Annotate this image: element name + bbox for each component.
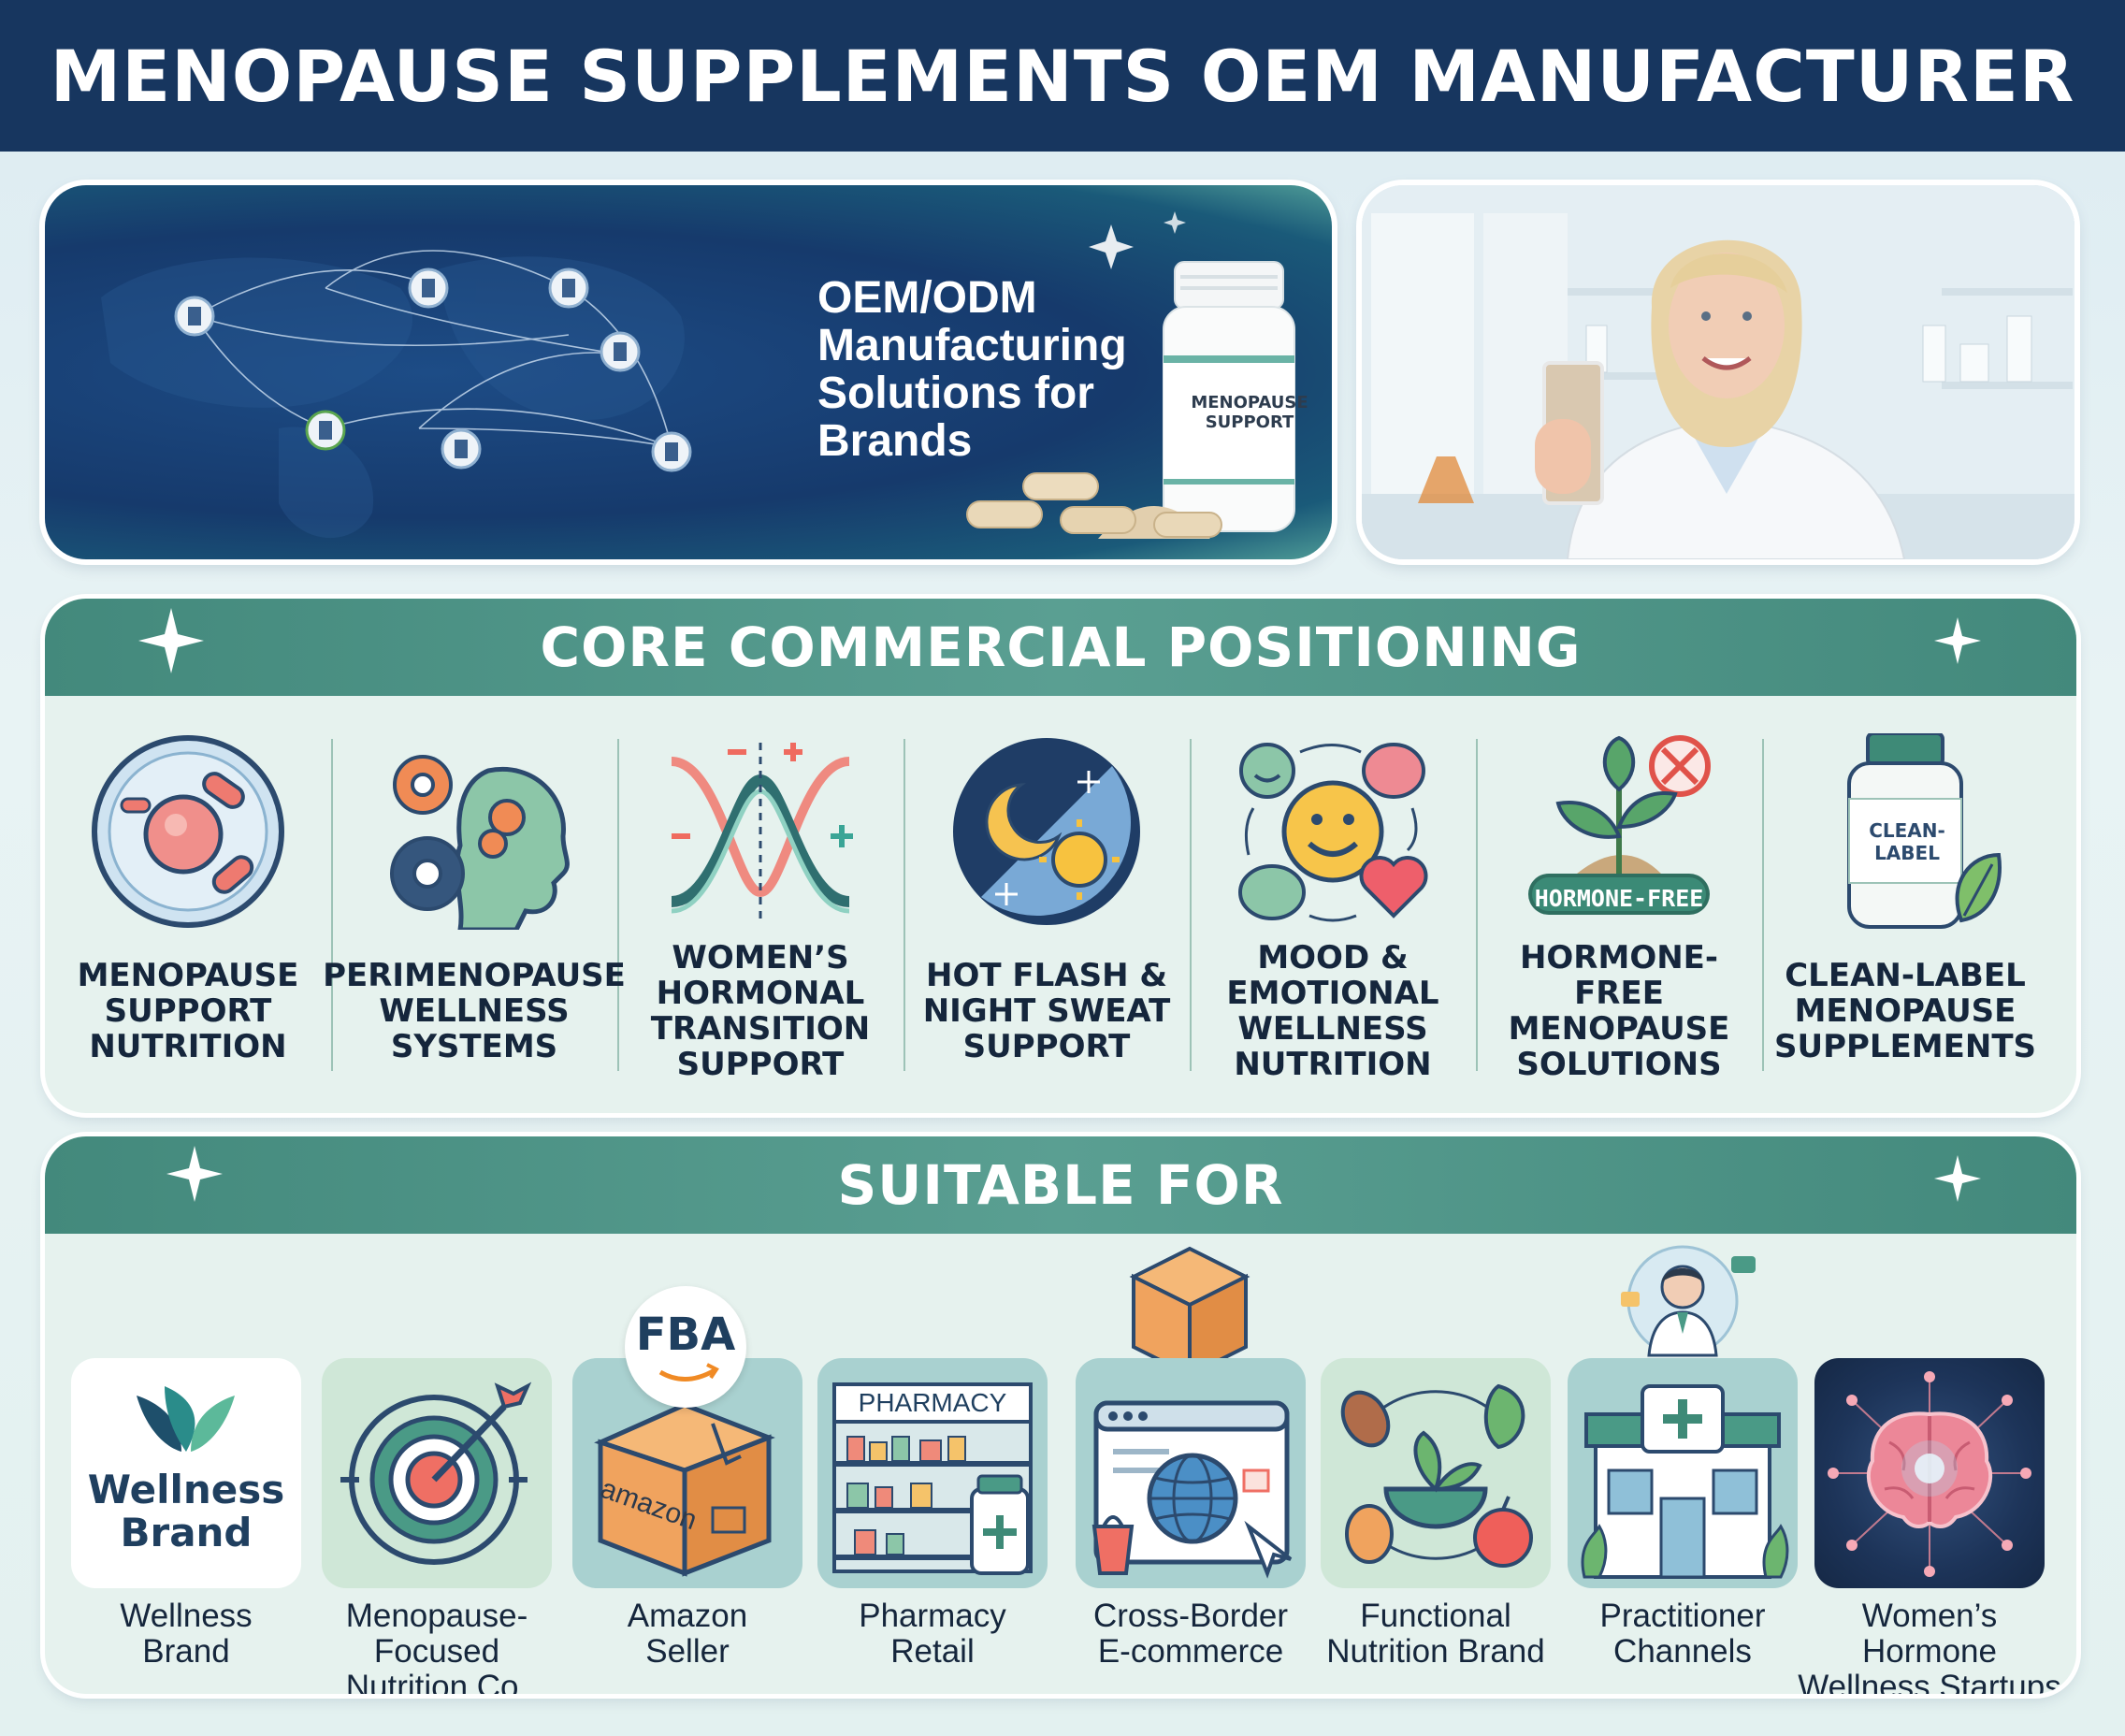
clean-bottle-icon xyxy=(1847,733,2002,929)
amazon-smile-icon xyxy=(658,1363,719,1382)
capsules xyxy=(966,472,1222,539)
core-section-title: CORE COMMERCIAL POSITIONING xyxy=(540,615,1582,679)
wellness-logo-tile: Wellness Brand xyxy=(71,1358,301,1588)
page-header: MENOPAUSE SUPPLEMENTS OEM MANUFACTURER xyxy=(0,0,2125,152)
gears-head-icon xyxy=(390,755,570,930)
clean-label-text: CLEAN-LABEL xyxy=(1869,819,1945,864)
hero-headline-line: Brands xyxy=(817,416,973,466)
logo-line: Wellness xyxy=(87,1467,285,1512)
target-icon xyxy=(340,1382,532,1565)
plant-icon xyxy=(1528,735,1711,915)
clinic-icon xyxy=(1581,1384,1789,1579)
hormone-free-badge: HORMONE-FREE xyxy=(1534,884,1704,912)
target-tile xyxy=(322,1358,552,1588)
sparkle-icon xyxy=(1934,617,1981,664)
food-bowl-icon xyxy=(1340,1383,1533,1568)
core-item-hormonal-transition: WOMEN’S HORMONAL TRANSITION SUPPORT xyxy=(617,716,903,1091)
bottle-label-line: MENOPAUSE xyxy=(1191,393,1308,412)
brain-tile xyxy=(1814,1358,2045,1588)
globe-browser-icon xyxy=(1091,1400,1293,1579)
core-item-hormone-free: HORMONE-FREE HORMONE-FREE MENOPAUSE SOLU… xyxy=(1476,716,1762,1091)
divider xyxy=(1762,739,1764,1071)
hero-network-banner: OEM/ODM Manufacturing Solutions for Bran… xyxy=(45,185,1332,559)
divider xyxy=(331,739,333,1071)
core-item-label: HOT FLASH & NIGHT SWEAT SUPPORT xyxy=(922,957,1171,1065)
core-item-perimenopause: PERIMENOPAUSE WELLNESS SYSTEMS xyxy=(323,716,626,1091)
functional-tile xyxy=(1321,1358,1551,1588)
suitable-section-title: SUITABLE FOR xyxy=(837,1153,1284,1217)
cross-border-tile xyxy=(1076,1358,1306,1588)
location-pins xyxy=(174,268,692,472)
divider xyxy=(903,739,905,1071)
divider xyxy=(1190,739,1192,1071)
box-icon xyxy=(1129,1246,1250,1379)
wellness-logo-text: Wellness Brand xyxy=(71,1468,301,1555)
core-item-label: HORMONE-FREE MENOPAUSE SOLUTIONS xyxy=(1508,939,1730,1083)
doctor-avatar xyxy=(1621,1245,1756,1357)
bottle-label: MENOPAUSE SUPPORT xyxy=(1171,393,1328,432)
pharmacy-sign: PHARMACY xyxy=(858,1388,1007,1417)
core-item-label: PERIMENOPAUSE WELLNESS SYSTEMS xyxy=(323,957,626,1065)
global-network-map xyxy=(101,211,1295,539)
core-item-hot-flash: HOT FLASH & NIGHT SWEAT SUPPORT xyxy=(903,716,1190,1091)
amazon-box-icon xyxy=(594,1402,775,1577)
pharmacy-icon xyxy=(832,1382,1033,1575)
amazon-tile: amazon xyxy=(572,1358,802,1588)
brain-glow-icon xyxy=(1828,1371,2031,1577)
fba-badge-text: FBA xyxy=(635,1309,736,1361)
core-positioning-section: CORE COMMERCIAL POSITIONING MENOPAUSE SU… xyxy=(45,599,2076,1113)
hero-headline-line: Solutions for xyxy=(817,369,1094,418)
practitioner-tile xyxy=(1568,1358,1798,1588)
suitable-section-header: SUITABLE FOR xyxy=(45,1136,2076,1234)
day-night-icon xyxy=(953,738,1140,925)
sparkle-icon xyxy=(138,608,204,673)
hormone-wave-icon xyxy=(671,743,853,925)
sparkle-icon xyxy=(1934,1155,1981,1202)
page-title: MENOPAUSE SUPPLEMENTS OEM MANUFACTURER xyxy=(50,34,2075,118)
cell-icon xyxy=(92,735,284,928)
divider xyxy=(617,739,619,1071)
pharmacy-tile: PHARMACY xyxy=(817,1358,1048,1588)
core-item-label: CLEAN-LABEL MENOPAUSE SUPPLEMENTS xyxy=(1773,957,2037,1065)
core-item-label: WOMEN’S HORMONAL TRANSITION SUPPORT xyxy=(650,939,871,1083)
core-item-label: MENOPAUSE SUPPORT NUTRITION xyxy=(77,957,299,1065)
wellness-logo-icon xyxy=(137,1386,235,1452)
core-item-clean-label: CLEAN-LABEL CLEAN-LABEL MENOPAUSE SUPPLE… xyxy=(1762,716,2048,1091)
logo-line: Brand xyxy=(120,1510,253,1555)
hero-headline: OEM/ODM Manufacturing Solutions for Bran… xyxy=(817,274,1127,465)
sparkle-icon xyxy=(166,1146,223,1202)
divider xyxy=(1476,739,1478,1071)
supplement-bottle xyxy=(1163,261,1295,532)
hero-headline-line: OEM/ODM xyxy=(817,273,1037,323)
fba-badge: FBA xyxy=(625,1286,746,1408)
mood-cycle-icon xyxy=(1238,743,1428,922)
hero-headline-line: Manufacturing xyxy=(817,321,1127,370)
lab-scene-illustration xyxy=(1362,185,2074,559)
core-item-label: MOOD & EMOTIONAL WELLNESS NUTRITION xyxy=(1226,939,1439,1083)
core-section-header: CORE COMMERCIAL POSITIONING xyxy=(45,599,2076,696)
scientist-photo xyxy=(1362,185,2074,559)
core-item-menopause-support: MENOPAUSE SUPPORT NUTRITION xyxy=(45,716,331,1091)
bottle-label-line: SUPPORT xyxy=(1205,412,1294,432)
core-item-mood: MOOD & EMOTIONAL WELLNESS NUTRITION xyxy=(1190,716,1476,1091)
